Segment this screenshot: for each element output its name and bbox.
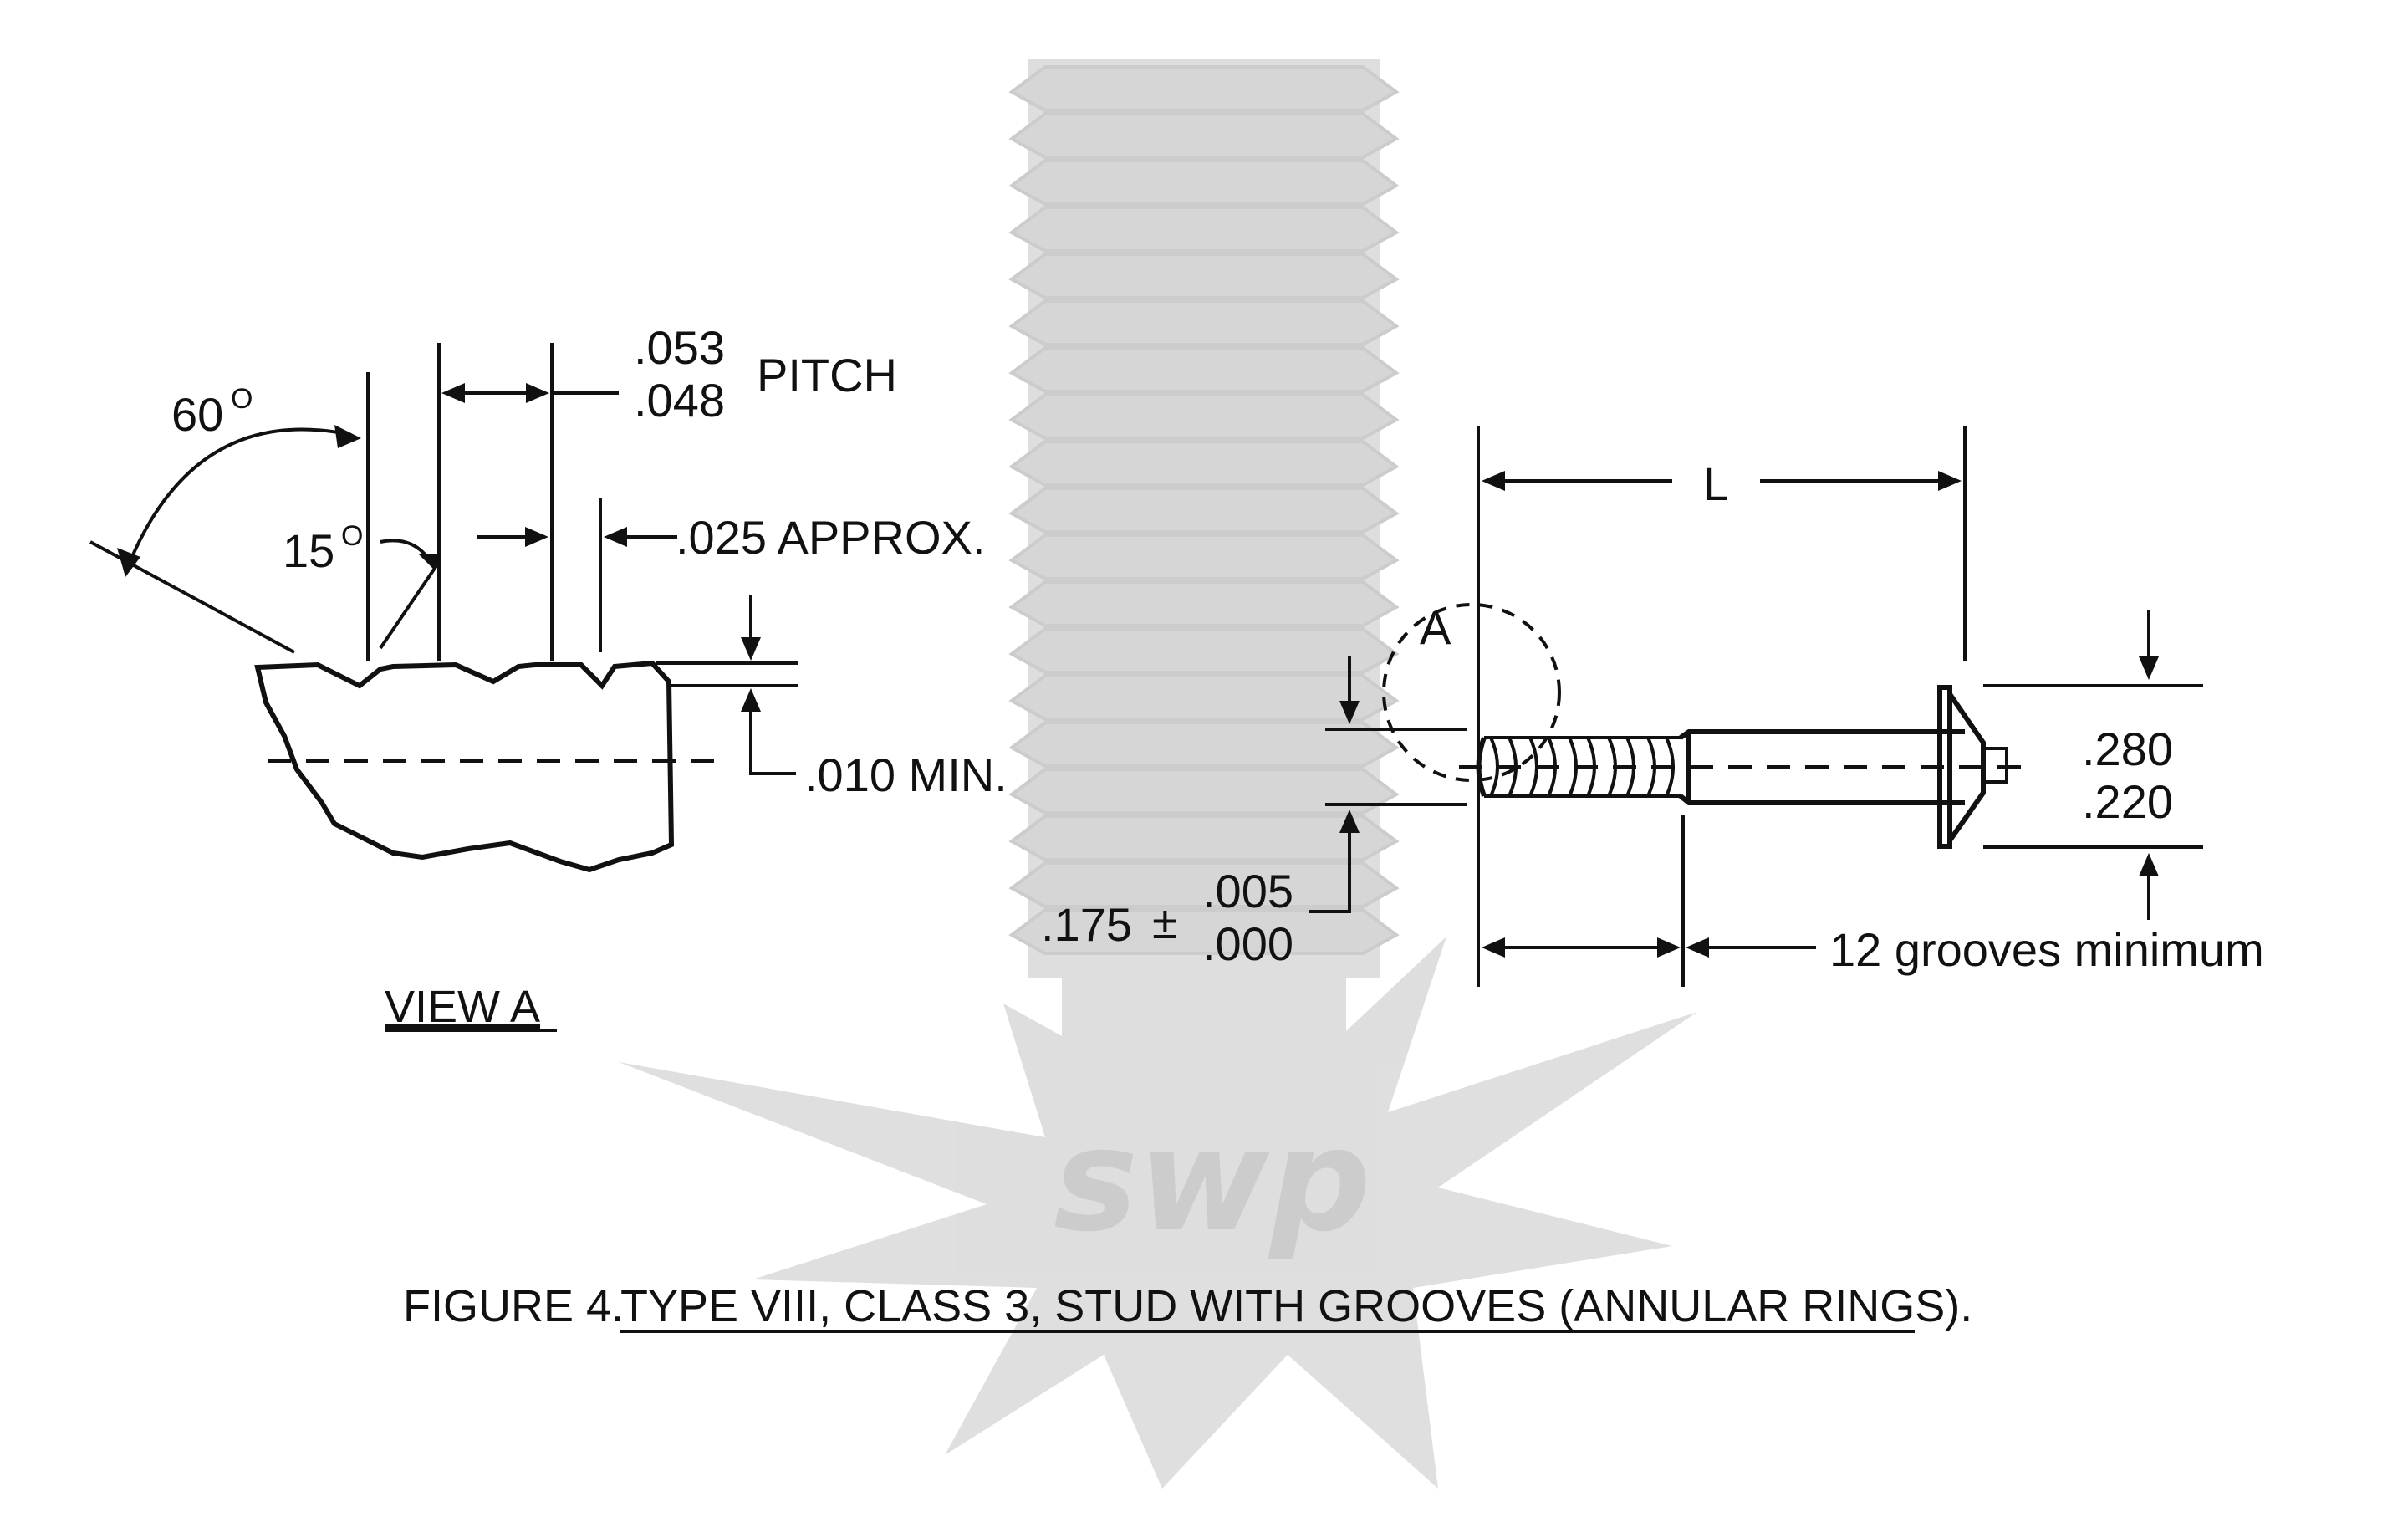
shank-plus-minus: ± xyxy=(1152,896,1178,948)
figure-caption: FIGURE 4. TYPE VIII, CLASS 3, STUD WITH … xyxy=(403,1281,1972,1333)
grooves-label: 12 grooves minimum xyxy=(1829,923,2264,976)
watermark-thread xyxy=(1008,112,1400,159)
angle-main-degree: O xyxy=(231,383,253,415)
watermark-stud-icon xyxy=(1008,59,1400,1146)
watermark-thread xyxy=(1008,440,1400,487)
watermark-thread xyxy=(1008,627,1400,674)
watermark-thread xyxy=(1008,65,1400,112)
watermark-thread xyxy=(1008,534,1400,580)
shank-nominal: .175 xyxy=(1041,898,1132,951)
watermark-thread xyxy=(1008,815,1400,861)
length-label: L xyxy=(1702,457,1728,510)
watermark-thread xyxy=(1008,159,1400,206)
angle-main-label: 60 xyxy=(171,388,223,441)
watermark-thread xyxy=(1008,580,1400,627)
head-dia-lower: .220 xyxy=(2082,775,2173,828)
head-dia-upper: .280 xyxy=(2082,723,2173,775)
watermark-thread xyxy=(1008,768,1400,815)
watermark-starburst-icon xyxy=(619,937,1697,1489)
angle-flank-label: 15 xyxy=(283,524,334,577)
approx-label: .025 APPROX. xyxy=(676,511,985,564)
angle-flank-degree: O xyxy=(341,520,363,552)
watermark-thread xyxy=(1008,393,1400,440)
pitch-label: PITCH xyxy=(757,349,897,401)
watermark-thread xyxy=(1008,253,1400,299)
view-a-detail: 60 O 15 O .053 .048 PITCH .025 APPROX. xyxy=(89,321,1008,1032)
grooved-section xyxy=(1476,729,1965,805)
detail-a-callout: A xyxy=(1420,601,1451,654)
shank-tol-upper: .005 xyxy=(1202,865,1293,917)
watermark-thread xyxy=(1008,721,1400,768)
watermark-thread xyxy=(1008,861,1400,908)
min-label: .010 MIN. xyxy=(804,748,1008,801)
pitch-upper-value: .053 xyxy=(634,321,725,374)
caption-prefix: FIGURE 4. xyxy=(403,1281,624,1331)
view-a-title: VIEW A xyxy=(385,982,540,1032)
shank-tol-lower: .000 xyxy=(1202,917,1293,970)
caption-title: TYPE VIII, CLASS 3, STUD WITH GROOVES (A… xyxy=(620,1281,1972,1331)
watermark-logo: swp xyxy=(619,59,1697,1489)
watermark-thread xyxy=(1008,487,1400,534)
watermark-logo-text: swp xyxy=(1054,1098,1371,1264)
watermark-thread xyxy=(1008,908,1400,955)
stud-drawing: L A .175 ± .005 .000 xyxy=(1041,426,2264,987)
watermark-thread xyxy=(1008,299,1400,346)
watermark-thread xyxy=(1008,674,1400,721)
watermark-thread xyxy=(1008,346,1400,393)
watermark-thread xyxy=(1008,206,1400,253)
pitch-lower-value: .048 xyxy=(634,374,725,426)
